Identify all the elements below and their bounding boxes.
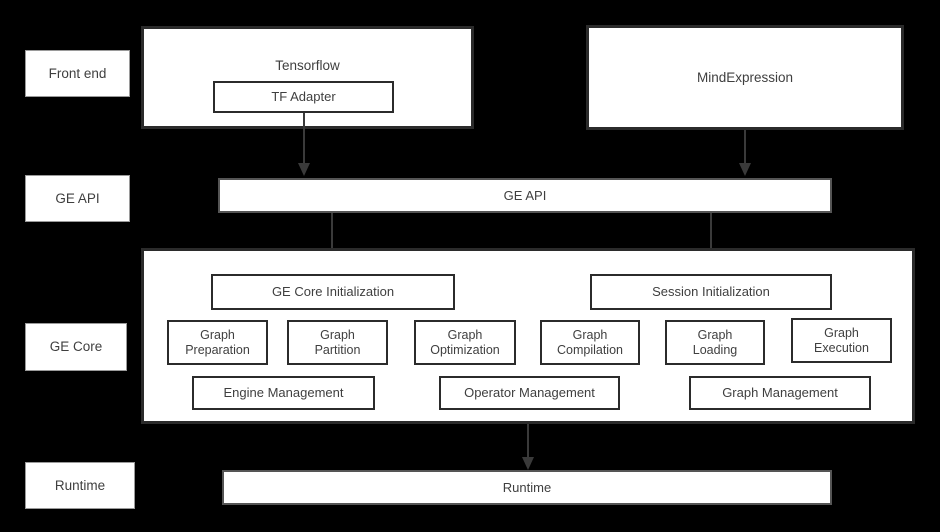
runtime-bar[interactable]: Runtime <box>222 470 832 505</box>
unit-graph-loading[interactable]: Graph Loading <box>665 320 765 365</box>
connector-ge-api-to-session-init <box>710 213 712 263</box>
unit-graph-execution[interactable]: Graph Execution <box>791 318 892 363</box>
lane-label-ge-api: GE API <box>25 175 130 222</box>
manager-operator-management[interactable]: Operator Management <box>439 376 620 410</box>
lane-label-front-end: Front end <box>25 50 130 97</box>
ge-api-bar[interactable]: GE API <box>218 178 832 213</box>
connector-mindexpression-to-ge-api <box>744 130 746 165</box>
mindexpression-title: MindExpression <box>696 69 794 85</box>
unit-graph-preparation[interactable]: Graph Preparation <box>167 320 268 365</box>
ge-core-initialization-box[interactable]: GE Core Initialization <box>211 274 455 310</box>
manager-graph-management[interactable]: Graph Management <box>689 376 871 410</box>
lane-label-runtime: Runtime <box>25 462 135 509</box>
arrowhead-mindexpression-to-ge-api <box>739 163 751 176</box>
unit-graph-partition[interactable]: Graph Partition <box>287 320 388 365</box>
connector-ge-api-to-ge-core-init <box>331 213 333 263</box>
arrowhead-tf-adapter-to-ge-api <box>298 163 310 176</box>
connector-tf-adapter-to-ge-api <box>303 113 305 165</box>
tf-adapter-box[interactable]: TF Adapter <box>213 81 394 113</box>
unit-graph-compilation[interactable]: Graph Compilation <box>540 320 640 365</box>
connector-ge-core-to-runtime <box>527 424 529 459</box>
arrowhead-ge-core-to-runtime <box>522 457 534 470</box>
lane-label-ge-core: GE Core <box>25 323 127 371</box>
frontend-tensorflow-group: Tensorflow <box>141 26 474 129</box>
session-initialization-box[interactable]: Session Initialization <box>590 274 832 310</box>
unit-graph-optimization[interactable]: Graph Optimization <box>414 320 516 365</box>
tensorflow-title: Tensorflow <box>275 58 340 73</box>
frontend-mindexpression-group: MindExpression <box>586 25 904 130</box>
manager-engine-management[interactable]: Engine Management <box>192 376 375 410</box>
